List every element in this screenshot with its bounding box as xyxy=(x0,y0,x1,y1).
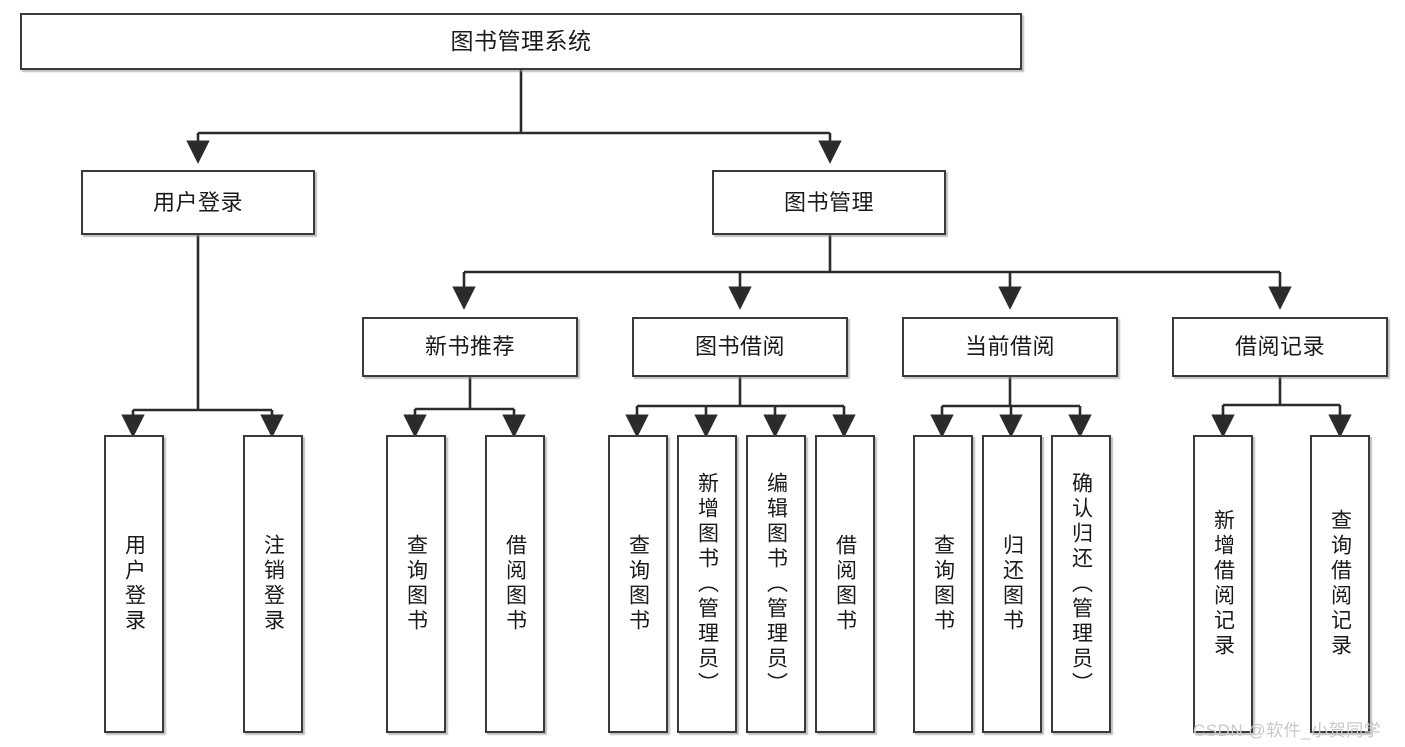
csdn-watermark: CSDN @软件_小贺同学 xyxy=(1193,721,1382,740)
leaf-user-login-logout[interactable]: 注销登录 xyxy=(243,435,303,733)
leaf-borrow-record-add[interactable]: 新增借阅记录 xyxy=(1193,435,1253,733)
node-root-label: 图书管理系统 xyxy=(450,27,592,54)
node-book-borrow[interactable]: 图书借阅 xyxy=(632,317,848,377)
node-current-borrow[interactable]: 当前借阅 xyxy=(902,317,1118,377)
node-current-borrow-label: 当前借阅 xyxy=(964,334,1055,360)
leaf-label: 新增借阅记录 xyxy=(1211,509,1235,659)
leaf-book-borrow-edit[interactable]: 编辑图书（管理员） xyxy=(746,435,806,733)
leaf-book-borrow-add[interactable]: 新增图书（管理员） xyxy=(677,435,737,733)
leaf-new-book-query[interactable]: 查询图书 xyxy=(386,435,446,733)
leaf-label: 查询图书 xyxy=(931,534,955,634)
leaf-label: 确认归还（管理员） xyxy=(1069,471,1093,697)
leaf-current-borrow-confirm[interactable]: 确认归还（管理员） xyxy=(1051,435,1111,733)
leaf-label: 查询图书 xyxy=(404,534,428,634)
node-book-management[interactable]: 图书管理 xyxy=(712,170,946,235)
leaf-label: 借阅图书 xyxy=(833,534,857,634)
leaf-label: 查询图书 xyxy=(626,534,650,634)
leaf-current-borrow-return[interactable]: 归还图书 xyxy=(982,435,1042,733)
node-book-management-label: 图书管理 xyxy=(783,189,874,215)
leaf-book-borrow-borrow[interactable]: 借阅图书 xyxy=(815,435,875,733)
leaf-user-login-login[interactable]: 用户登录 xyxy=(104,435,164,733)
leaf-label: 借阅图书 xyxy=(503,534,527,634)
node-new-book-recommend[interactable]: 新书推荐 xyxy=(362,317,578,377)
node-user-login-label: 用户登录 xyxy=(152,189,243,215)
leaf-label: 用户登录 xyxy=(122,534,146,634)
leaf-label: 归还图书 xyxy=(1000,534,1024,634)
node-root[interactable]: 图书管理系统 xyxy=(20,13,1022,70)
node-user-login[interactable]: 用户登录 xyxy=(81,170,315,235)
node-new-book-recommend-label: 新书推荐 xyxy=(424,334,515,360)
leaf-current-borrow-query[interactable]: 查询图书 xyxy=(913,435,973,733)
leaf-book-borrow-query[interactable]: 查询图书 xyxy=(608,435,668,733)
leaf-label: 新增图书（管理员） xyxy=(695,471,719,697)
leaf-label: 注销登录 xyxy=(261,534,285,634)
node-book-borrow-label: 图书借阅 xyxy=(694,334,785,360)
leaf-new-book-borrow[interactable]: 借阅图书 xyxy=(485,435,545,733)
leaf-label: 编辑图书（管理员） xyxy=(764,471,788,697)
leaf-borrow-record-query[interactable]: 查询借阅记录 xyxy=(1310,435,1370,733)
node-borrow-record-label: 借阅记录 xyxy=(1234,334,1325,360)
node-borrow-record[interactable]: 借阅记录 xyxy=(1172,317,1388,377)
leaf-label: 查询借阅记录 xyxy=(1328,509,1352,659)
